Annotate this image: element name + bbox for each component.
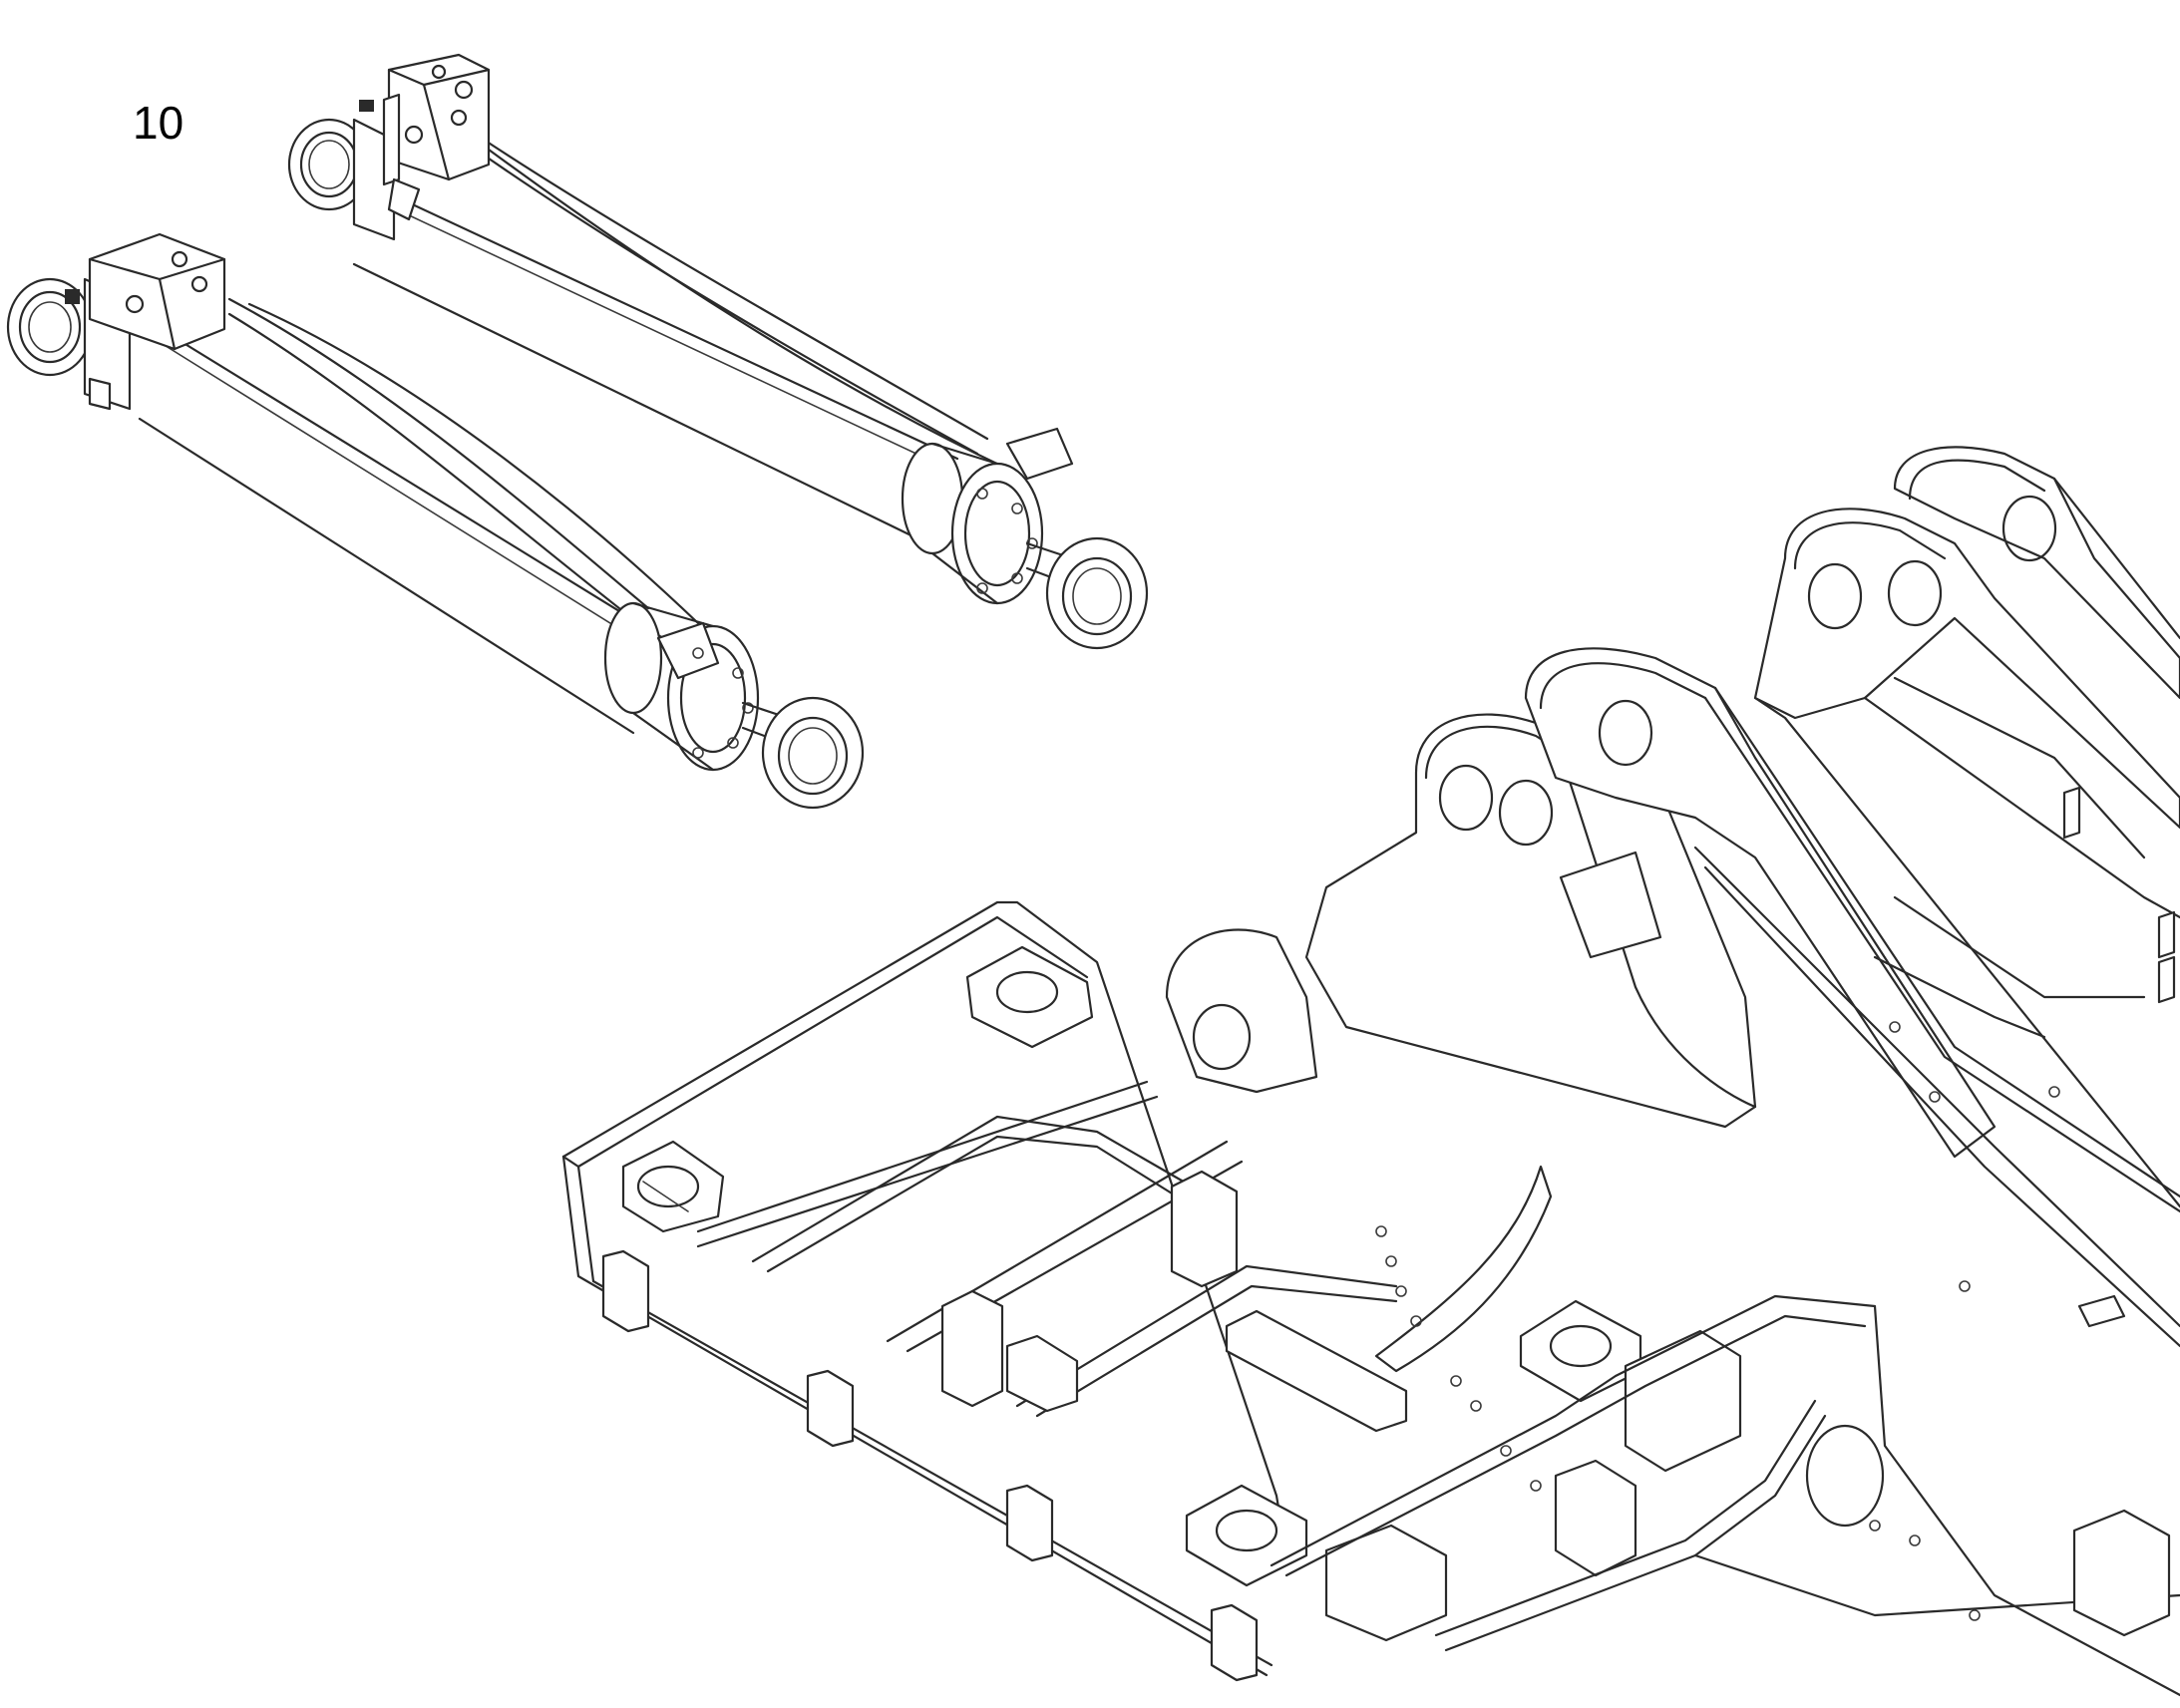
cylinder-front-gland — [901, 427, 1074, 605]
boom-support-right — [1753, 508, 2180, 1208]
boom-support-left — [1304, 713, 1757, 1129]
hydraulic-cylinder-upper[interactable] — [287, 53, 1149, 650]
callout-number: 10 — [133, 97, 184, 149]
valve-block — [359, 53, 491, 221]
cylinder-rod-eye — [1025, 536, 1149, 650]
machine-frame[interactable] — [561, 446, 2180, 1697]
boom-support-rear — [1893, 446, 2180, 700]
pivot-mount — [621, 1140, 725, 1233]
hydraulic-cylinder-lower[interactable] — [6, 232, 865, 810]
